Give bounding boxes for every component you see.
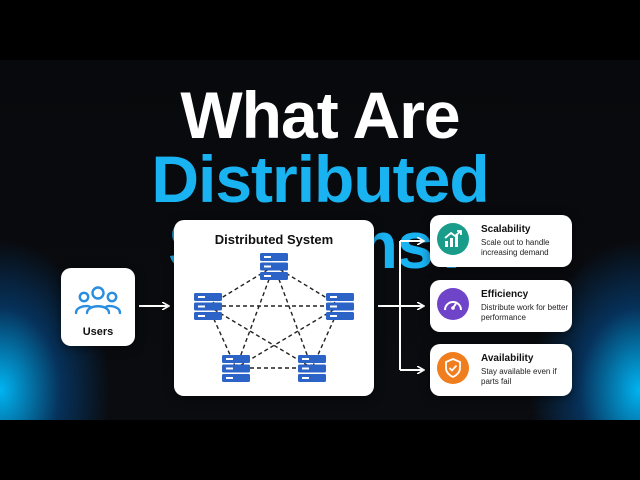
- server-bottom-left: [222, 355, 250, 382]
- server-top: [260, 253, 288, 280]
- feature-description: Scale out to handle increasing demand: [481, 238, 550, 257]
- headline-line-1: What Are: [180, 78, 460, 152]
- link-left-bottomright: [207, 305, 313, 369]
- feature-title: Efficiency: [481, 289, 529, 300]
- feature-card-availability: Availability Stay available even if part…: [430, 344, 572, 396]
- server-network: [194, 253, 354, 382]
- feature-description: Distribute work for better performance: [481, 303, 569, 322]
- growth-chart-icon: [437, 223, 469, 255]
- link-right-bottomleft: [235, 305, 341, 369]
- link-top-bottomleft: [235, 265, 275, 369]
- feature-description: Stay available even if parts fail: [481, 367, 557, 386]
- feature-title: Scalability: [481, 224, 531, 235]
- feature-card-scalability: Scalability Scale out to handle increasi…: [430, 215, 572, 267]
- link-top-bottomright: [273, 265, 313, 369]
- server-right: [326, 293, 354, 320]
- feature-title: Availability: [481, 353, 534, 364]
- shield-check-icon: [437, 352, 469, 384]
- users-label: Users: [82, 326, 114, 338]
- feature-card-efficiency: Efficiency Distribute work for better pe…: [430, 280, 572, 332]
- letterbox-top: [0, 0, 640, 60]
- server-bottom-right: [298, 355, 326, 382]
- speedometer-icon: [437, 288, 469, 320]
- letterbox-bottom: [0, 420, 640, 480]
- server-left: [194, 293, 222, 320]
- distributed-system-card: Distributed System: [174, 220, 374, 396]
- users-group-icon: [74, 284, 122, 325]
- system-title: Distributed System: [214, 232, 334, 247]
- users-card: Users: [61, 268, 135, 346]
